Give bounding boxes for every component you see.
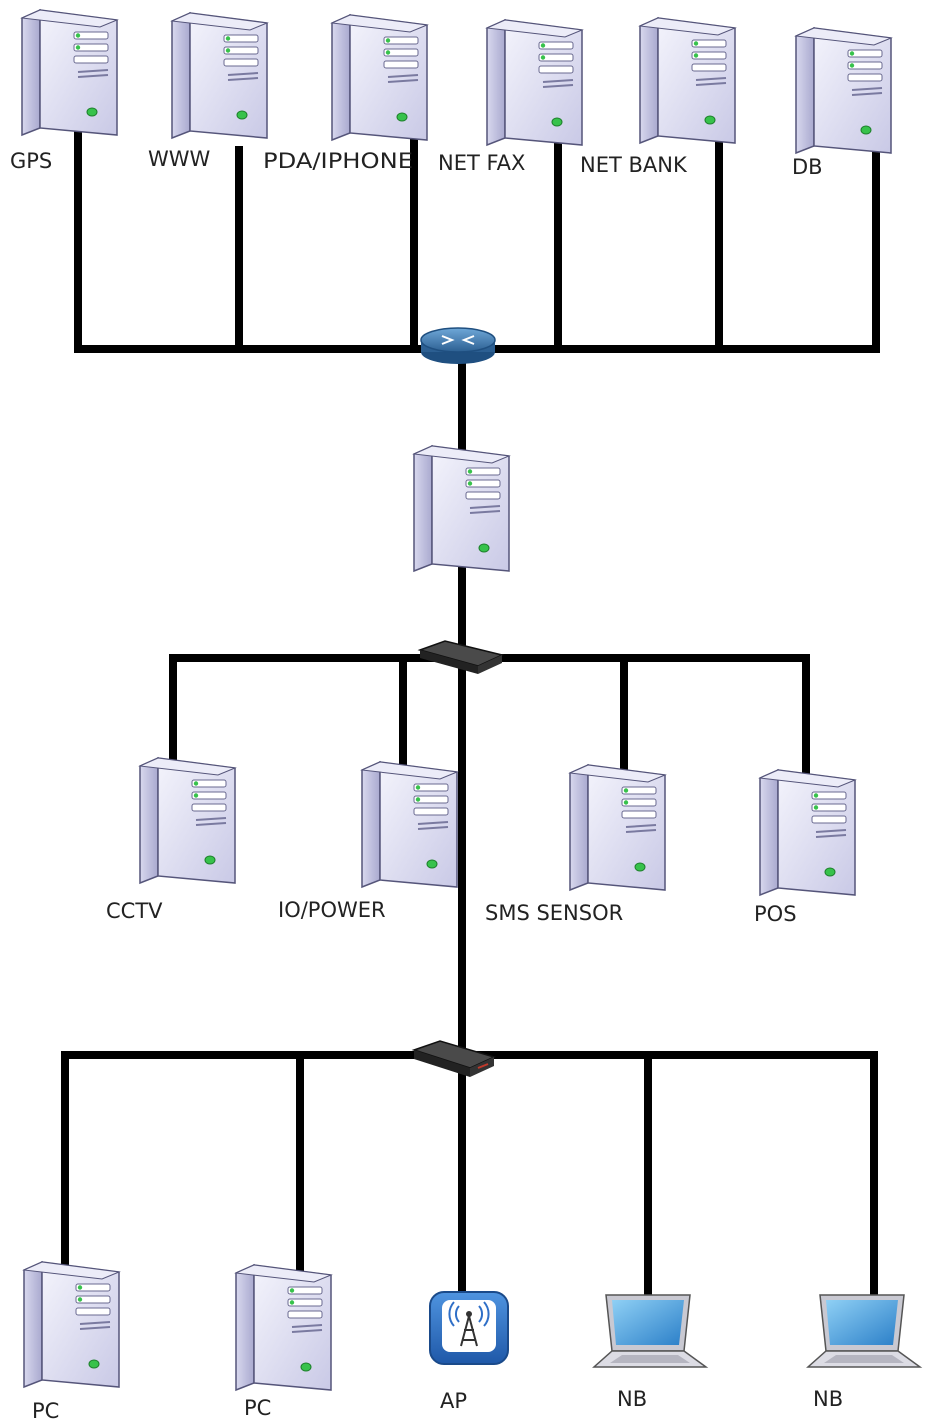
- server-label-www: WWW: [148, 147, 211, 171]
- server-icon-www: [171, 12, 268, 139]
- device-icon-pos: [759, 769, 856, 896]
- central-server-icon: [413, 445, 510, 572]
- bottom-devices: PC PC AP NB NB: [23, 1261, 921, 1423]
- device-icon-cctv: [139, 757, 236, 884]
- device-label-cctv: CCTV: [106, 899, 163, 923]
- switch-icon-bottom: [411, 1040, 497, 1077]
- device-label-ap: AP: [440, 1389, 467, 1413]
- server-label-netbank: NET BANK: [580, 153, 688, 177]
- middle-devices: CCTV IO/POWER SMS SENSOR POS: [106, 757, 856, 926]
- server-icon-db: [795, 27, 892, 154]
- device-icon-pc-1: [23, 1261, 120, 1388]
- server-label-db: DB: [792, 155, 823, 179]
- server-icon-pda: [331, 14, 428, 141]
- server-label-netfax: NET FAX: [438, 151, 525, 175]
- device-label-pc-2: PC: [244, 1396, 271, 1420]
- top-servers: GPS WWW PDA/IPHONE NET FAX NET BANK DB: [10, 9, 892, 179]
- device-icon-pc-2: [235, 1264, 332, 1391]
- wires: [61, 124, 880, 1309]
- device-label-pc-1: PC: [32, 1399, 59, 1423]
- device-icon-nb-2: [807, 1294, 921, 1368]
- switch-icon-middle: [417, 640, 505, 674]
- server-icon-netfax: [486, 19, 583, 146]
- router-icon: [420, 327, 496, 364]
- device-icon-iopower: [361, 761, 458, 888]
- server-icon-netbank: [639, 17, 736, 144]
- device-label-sms: SMS SENSOR: [485, 901, 623, 925]
- server-label-gps: GPS: [10, 149, 52, 173]
- server-label-pda: PDA/IPHONE: [263, 149, 413, 173]
- device-icon-nb-1: [593, 1294, 707, 1368]
- device-label-nb-2: NB: [813, 1387, 843, 1411]
- device-label-pos: POS: [754, 902, 797, 926]
- device-label-nb-1: NB: [617, 1387, 647, 1411]
- device-icon-sms: [569, 764, 666, 891]
- access-point-icon: [429, 1291, 509, 1365]
- server-icon-gps: [21, 9, 118, 136]
- device-label-iopower: IO/POWER: [278, 898, 386, 922]
